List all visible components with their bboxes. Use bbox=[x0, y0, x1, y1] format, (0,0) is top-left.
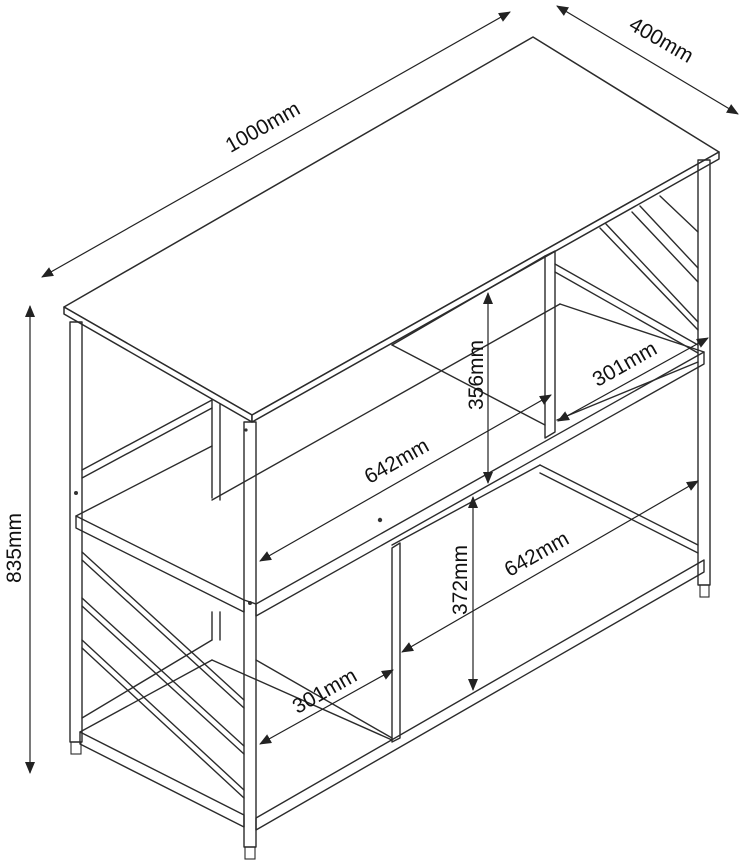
dimension-lines bbox=[25, 5, 739, 774]
depth-dim-line bbox=[556, 5, 739, 115]
left-back-leg bbox=[211, 399, 221, 641]
right-front-leg bbox=[243, 421, 257, 860]
left-front-leg bbox=[69, 321, 83, 755]
lower-width-dim-line bbox=[401, 480, 699, 653]
depth-label: 400mm bbox=[625, 13, 697, 68]
upper-width-dim-line bbox=[259, 394, 552, 562]
upper-height-label: 356mm bbox=[465, 340, 488, 410]
right-back-leg bbox=[697, 159, 711, 598]
upper-width-label: 642mm bbox=[361, 434, 433, 489]
lower-depth-dim-line bbox=[259, 669, 394, 745]
furniture-frame bbox=[63, 36, 720, 860]
width-label: 1000mm bbox=[222, 97, 304, 157]
lower-width-label: 642mm bbox=[501, 527, 573, 582]
upper-shelf-left bbox=[75, 445, 245, 613]
left-side-lower-bracing bbox=[81, 551, 245, 799]
upper-depth-dim-line bbox=[557, 337, 709, 422]
lower-height-label: 372mm bbox=[449, 545, 472, 615]
left-side-upper-bracing bbox=[81, 399, 213, 479]
height-label: 835mm bbox=[3, 513, 26, 583]
width-dim-line bbox=[41, 11, 511, 278]
